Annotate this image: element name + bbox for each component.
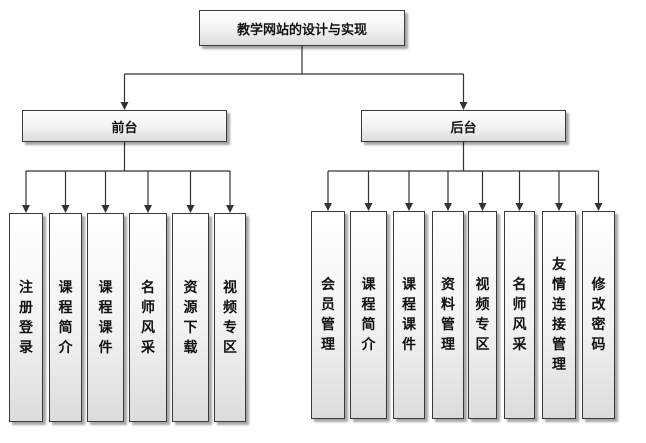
leaf-node-label: 名师风采 [512,277,527,353]
leaf-arrowhead [444,203,452,211]
leaf-node-label: 资源下载 [183,279,198,356]
leaf-arrowhead [61,205,70,213]
leaf-node-frontend-4: 名师风采 [129,213,167,422]
leaf-node-frontend-6: 视频专区 [214,213,246,422]
leaf-node-label: 名师风采 [141,279,155,356]
branch-node-label: 前台 [111,120,138,136]
leaf-arrowhead [22,205,30,213]
leaf-arrowhead [324,203,332,211]
leaf-node-label: 课程课件 [98,279,113,356]
leaf-arrowhead [515,203,524,211]
leaf-arrowhead [555,203,563,211]
leaf-arrowhead [405,203,413,211]
leaf-node-backend-7: 友情连接管理 [542,211,576,419]
root-node: 教学网站的设计与实现 [199,10,405,46]
leaf-node-label: 课程简介 [361,277,376,353]
leaf-arrowhead [226,205,234,213]
leaf-arrowhead [186,205,195,213]
leaf-node-label: 课程课件 [402,277,416,353]
leaf-node-backend-5: 视频专区 [468,211,497,419]
leaf-node-label: 资料管理 [441,277,455,353]
leaf-node-label: 课程简介 [58,279,73,356]
leaf-node-frontend-2: 课程简介 [49,213,82,422]
leaf-node-label: 视频专区 [475,277,490,353]
leaf-node-backend-2: 课程简介 [350,211,387,419]
leaf-node-frontend-5: 资源下载 [172,213,209,422]
leaf-node-label: 会员管理 [321,277,335,353]
leaf-node-label: 注册登录 [19,279,33,356]
leaf-node-backend-1: 会员管理 [311,211,345,419]
branch-arrowhead [459,102,468,110]
leaf-node-backend-8: 修改密码 [582,211,615,419]
leaf-arrowhead [364,203,373,211]
leaf-node-frontend-1: 注册登录 [9,213,43,422]
leaf-node-backend-3: 课程课件 [393,211,425,419]
branch-node-label: 后台 [450,120,477,136]
leaf-node-label: 修改密码 [591,277,606,353]
leaf-node-backend-6: 名师风采 [504,211,535,419]
root-node-label: 教学网站的设计与实现 [236,22,367,38]
leaf-node-frontend-3: 课程课件 [87,213,124,422]
leaf-arrowhead [101,205,110,213]
branch-node-frontend: 前台 [22,110,227,142]
leaf-node-backend-4: 资料管理 [432,211,464,419]
leaf-node-label: 视频专区 [223,279,237,356]
leaf-arrowhead [478,203,487,211]
leaf-arrowhead [594,203,603,211]
branch-arrowhead [120,102,129,110]
leaf-node-label: 友情连接管理 [552,257,566,373]
leaf-arrowhead [144,205,152,213]
branch-node-backend: 后台 [361,110,566,142]
